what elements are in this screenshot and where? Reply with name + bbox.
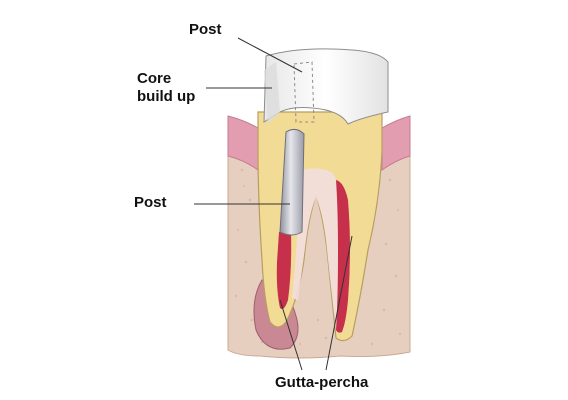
- leader-post-top: [237, 37, 303, 73]
- pulp-chamber: [292, 168, 347, 332]
- core-build-up-label: Core build up: [137, 70, 195, 106]
- post-metal: [279, 128, 305, 236]
- post-head-outline: [293, 61, 315, 123]
- gutta-percha-label: Gutta-percha: [275, 374, 369, 391]
- leader-gutta-right: [325, 235, 353, 371]
- post-top-label: Post: [189, 21, 222, 38]
- core-build-up: [263, 48, 389, 125]
- bone-texture: [234, 168, 402, 346]
- post-middle-label: Post: [134, 194, 167, 211]
- gutta-percha-left: [276, 232, 292, 309]
- gutta-percha-right: [336, 180, 350, 333]
- core-label-line2: build up: [137, 88, 196, 105]
- core-left-wall: [264, 62, 280, 124]
- core-label-line1: Core: [137, 70, 172, 87]
- leader-gutta-left: [279, 299, 303, 371]
- gum-right: [381, 115, 411, 171]
